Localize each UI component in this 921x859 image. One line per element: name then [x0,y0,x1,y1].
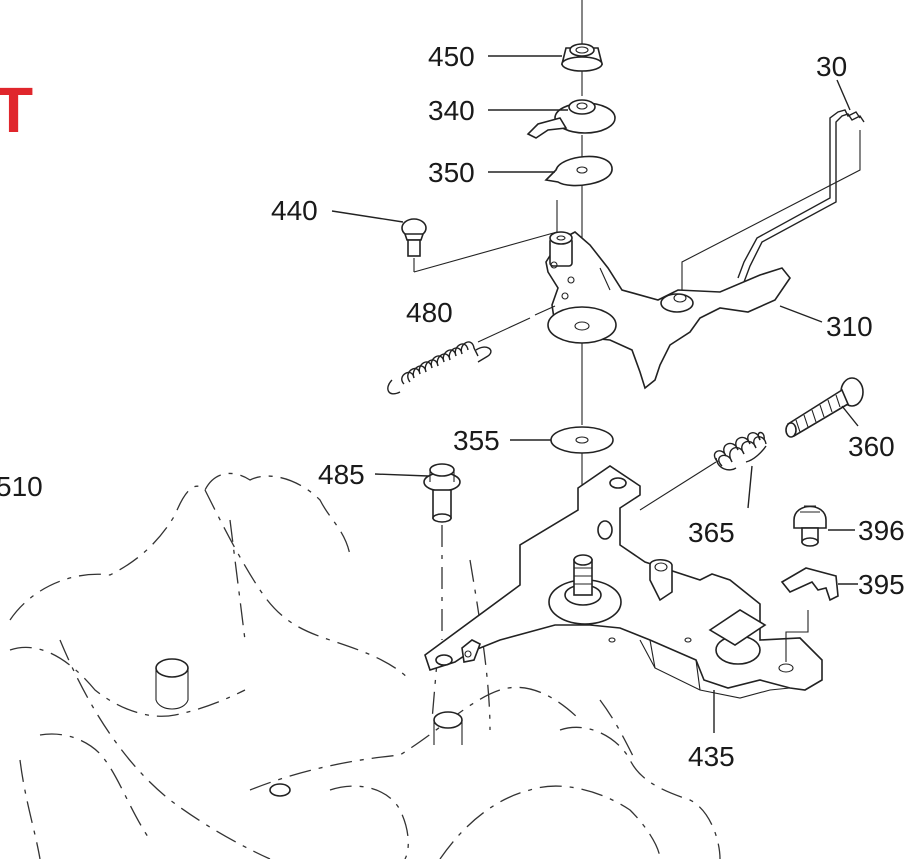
washer-icon [550,426,614,454]
screw-icon [401,200,558,273]
nut-icon [560,43,604,72]
rod-icon [681,109,865,298]
screw-icon [785,377,864,438]
callout-360: 360 [848,431,895,462]
callout-480: 480 [406,297,453,328]
callout-396: 396 [858,515,905,546]
callout-30: 30 [816,51,847,82]
screw-icon [793,505,827,547]
callout-395: 395 [858,569,905,600]
header-fragment: T [0,74,33,146]
callout-340: 340 [428,95,475,126]
callout-435: 435 [688,741,735,772]
lever-icon [526,99,616,139]
bolt-icon [423,463,461,721]
callout-440: 440 [271,195,318,226]
callout-355: 355 [453,425,500,456]
spring-icon [639,431,767,511]
callout-365: 365 [688,517,735,548]
callout-450: 450 [428,41,475,72]
washer-icon [544,155,613,187]
spring-icon [387,305,556,395]
callout-labels: 450 340 350 440 30 480 310 355 360 485 3… [0,41,905,772]
clip-icon [780,567,839,602]
callout-350: 350 [428,157,475,188]
callout-310: 310 [826,311,873,342]
lever-icon [545,231,791,390]
callout-510: 510 [0,471,43,502]
callout-485: 485 [318,459,365,490]
bracket-icon [424,465,823,699]
leader-lines [331,55,859,733]
engine-housing-icon [9,472,721,859]
